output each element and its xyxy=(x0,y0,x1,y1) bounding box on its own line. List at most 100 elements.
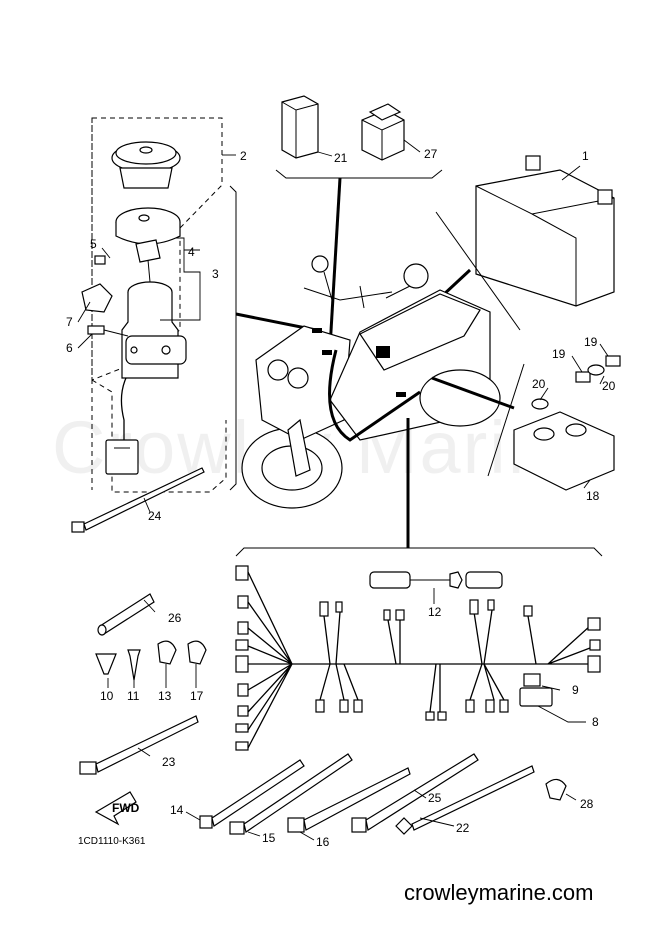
label-18: 18 xyxy=(586,489,600,503)
screw-11 xyxy=(127,649,141,681)
tie-23-head xyxy=(79,761,97,775)
relay-27-top xyxy=(368,103,402,121)
tie-14-head xyxy=(199,815,213,829)
fwd-indicator: FWD xyxy=(94,791,140,826)
label-5: 5 xyxy=(90,237,97,251)
connector-b6 xyxy=(465,699,475,713)
label-12: 12 xyxy=(428,605,442,619)
tie-15-strap xyxy=(243,753,353,833)
collar-20b xyxy=(587,364,605,376)
dashed-group-box-upper xyxy=(91,117,223,381)
harness-branch-b xyxy=(387,619,401,665)
scooter-illustration xyxy=(241,255,515,548)
seat-lock-body xyxy=(119,167,173,189)
label-25: 25 xyxy=(428,791,442,805)
pointer-rectifier xyxy=(431,376,515,410)
connector-l2 xyxy=(237,595,249,609)
site-text: crowleymarine.com xyxy=(404,880,594,905)
harness-right-branches xyxy=(527,615,591,665)
bolt-19b xyxy=(605,355,621,367)
harness-route xyxy=(328,349,421,442)
label-15: 15 xyxy=(262,831,276,845)
tie-25-head xyxy=(351,817,367,833)
connector-l3 xyxy=(237,621,249,635)
marker-a xyxy=(312,328,322,333)
main-switch-assembly xyxy=(81,117,227,493)
sub-lead-plug xyxy=(449,571,463,589)
relay-27-edge xyxy=(361,119,405,160)
terminal-negative xyxy=(525,155,541,171)
relay-bracket xyxy=(275,169,443,179)
bracket-hole xyxy=(161,345,171,355)
terminal-positive xyxy=(597,189,613,205)
label-19a: 19 xyxy=(552,347,566,361)
tie-25-strap xyxy=(365,753,479,831)
part-labels: 1 2 3 4 5 6 7 8 9 10 11 12 13 14 15 16 1… xyxy=(66,147,616,849)
handlebar xyxy=(303,285,393,309)
rectifier-boss-2 xyxy=(565,423,587,437)
rectifier-body xyxy=(513,411,615,491)
sub-lead-12 xyxy=(369,571,503,589)
connector-t2 xyxy=(335,601,343,613)
connector-t4 xyxy=(395,609,405,621)
fwd-label: FWD xyxy=(112,801,140,815)
tie-24-head xyxy=(71,521,85,533)
label-10: 10 xyxy=(100,689,114,703)
connector-r3 xyxy=(587,655,601,673)
connector-b1 xyxy=(315,699,325,713)
connector-t3 xyxy=(383,609,391,621)
cable-tie-23 xyxy=(79,715,199,775)
label-7: 7 xyxy=(66,315,73,329)
pointer-relays xyxy=(328,177,342,349)
connector-l9 xyxy=(235,741,249,751)
switch-lead xyxy=(120,377,127,440)
harness-left-branches xyxy=(247,571,293,749)
label-20a: 20 xyxy=(532,377,546,391)
rectifier-boss-1 xyxy=(533,427,555,441)
knob xyxy=(81,283,113,313)
clamp-28 xyxy=(545,778,567,801)
connector-l7 xyxy=(237,705,249,717)
harness-branch-d xyxy=(469,609,505,701)
rectifier-group xyxy=(487,355,621,491)
bolt-6-shank xyxy=(103,329,129,337)
connector-b2 xyxy=(339,699,349,713)
group-bracket-left xyxy=(229,185,237,491)
tie-14-strap xyxy=(211,759,305,827)
rear-wheel xyxy=(419,369,501,427)
harness-branch-c xyxy=(429,663,441,713)
switch-bracket xyxy=(125,335,187,365)
label-21: 21 xyxy=(334,151,348,165)
label-27: 27 xyxy=(424,147,438,161)
tie-16-head xyxy=(287,817,305,833)
connector-t7 xyxy=(523,605,533,617)
battery-bracket-line xyxy=(435,211,521,331)
connector-t6 xyxy=(487,599,495,611)
tie-22-strap xyxy=(411,765,535,831)
small-parts xyxy=(95,593,207,681)
bolt-6 xyxy=(87,325,105,335)
label-3: 3 xyxy=(212,267,219,281)
marker-b xyxy=(322,350,332,355)
label-11: 11 xyxy=(127,689,140,703)
collar-20a xyxy=(531,398,549,410)
connector-b4 xyxy=(425,711,435,721)
label-19b: 19 xyxy=(584,335,598,349)
tube-26 xyxy=(99,593,155,635)
connector-b5 xyxy=(437,711,447,721)
label-8: 8 xyxy=(592,715,599,729)
screw-5 xyxy=(94,255,106,265)
tube-26-end xyxy=(97,624,107,636)
connector-t5 xyxy=(469,599,479,615)
harness-branch-a xyxy=(319,611,359,701)
bolt-19a xyxy=(575,371,591,383)
battery-edges xyxy=(475,185,615,306)
key-blade xyxy=(147,259,151,283)
clamp-13 xyxy=(157,640,177,665)
switch-connector xyxy=(105,439,139,475)
rectifier-bracket-line xyxy=(487,363,525,477)
connector-b7 xyxy=(485,699,495,713)
front-fork xyxy=(287,418,311,477)
cover-hole xyxy=(138,214,150,222)
